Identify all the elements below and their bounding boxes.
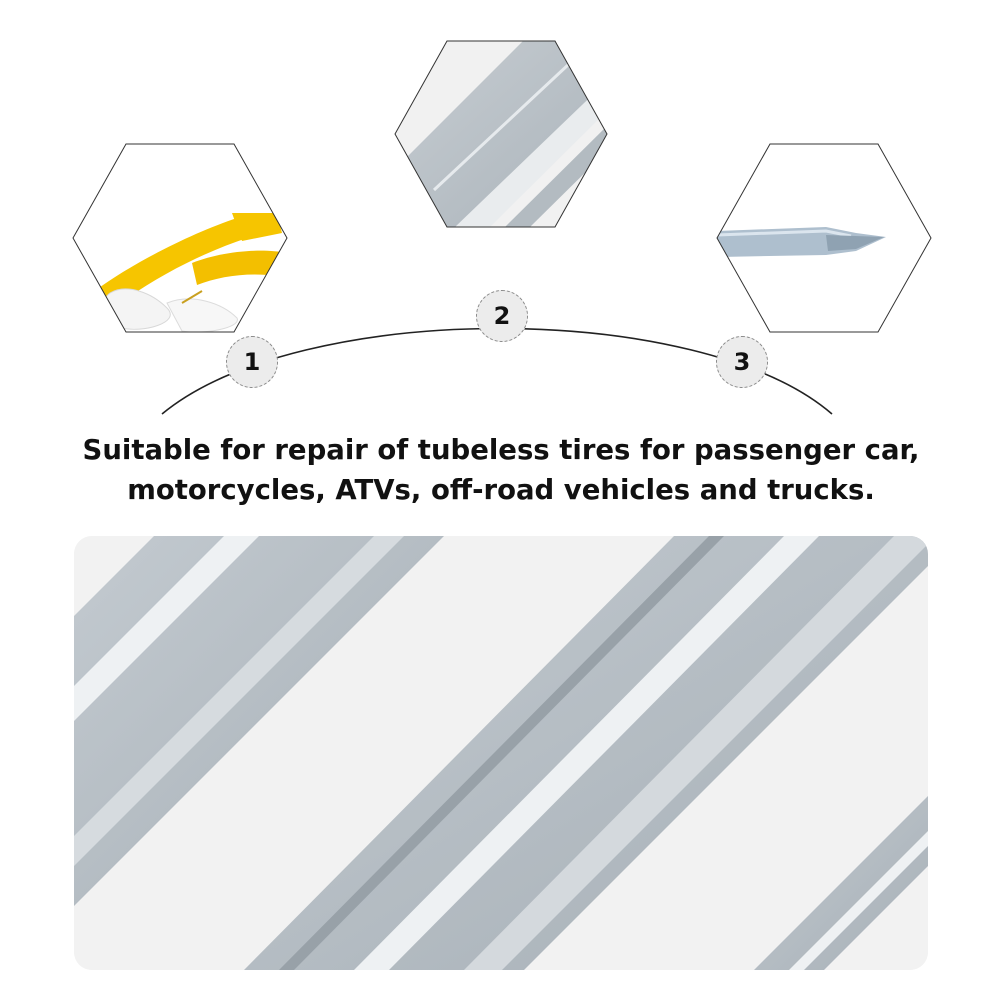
step-badge-2: 2: [476, 290, 528, 342]
caption-line-1: Suitable for repair of tubeless tires fo…: [82, 434, 920, 466]
caption-line-2: motorcycles, ATVs, off-road vehicles and…: [127, 474, 875, 506]
steel-closeup-photo: [74, 536, 928, 970]
step-badge-3: 3: [716, 336, 768, 388]
steel-bar-photo: [394, 40, 608, 228]
step-badge-1: 1: [226, 336, 278, 388]
rim-protector-photo: [72, 143, 288, 333]
lever-tip-photo: [716, 143, 932, 333]
product-caption: Suitable for repair of tubeless tires fo…: [30, 430, 972, 510]
